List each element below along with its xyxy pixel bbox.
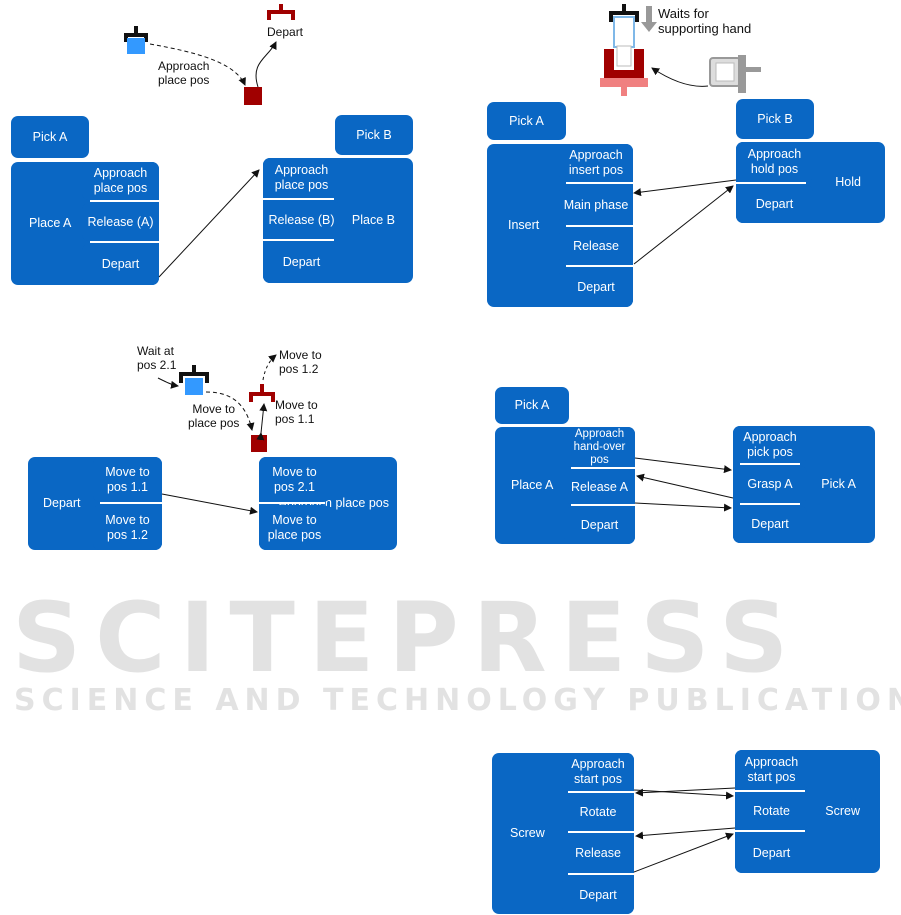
depart-right-block: Depart: [733, 506, 807, 543]
sync-arrow: [634, 502, 732, 512]
approach-place-b-block: Approach place pos: [263, 158, 340, 198]
depart-block: Depart: [559, 268, 633, 307]
depart-b-block: Depart: [263, 242, 340, 283]
grasp-a-block: Grasp A: [733, 466, 807, 503]
release-b-block: Release (B): [263, 201, 340, 239]
depart-right-block: Depart: [735, 833, 808, 873]
approach-start-pos-right-block: Approach start pos: [735, 750, 808, 790]
approach-place-a-block: Approach place pos: [82, 162, 159, 200]
part-square-icon: [185, 378, 203, 395]
move-to-pos-1-2-label: Move to pos 1.2: [279, 348, 322, 376]
main-phase-block: Main phase: [559, 185, 633, 225]
move-to-pos-1-2-block: Move to pos 1.2: [93, 505, 162, 550]
pick-a-block: Pick A: [495, 387, 569, 424]
move-to-place-pos-label: Move to place pos: [188, 402, 240, 430]
gripper-icon: [267, 4, 295, 20]
sync-arrow: [633, 179, 737, 197]
step-dividers: [90, 182, 806, 875]
release-left-block: Release: [562, 834, 634, 873]
approach-hold-pos-block: Approach hold pos: [736, 142, 813, 182]
depart-b-block: Depart: [736, 185, 813, 223]
rotate-right-block: Rotate: [735, 793, 808, 830]
sync-arrow: [633, 185, 734, 265]
pick-a-block: Pick A: [487, 102, 566, 140]
sync-arrow: [633, 832, 734, 873]
approach-start-pos-left-block: Approach start pos: [562, 753, 634, 791]
depart-a-block: Depart: [82, 244, 159, 285]
gripper-icon: [124, 26, 148, 42]
move-to-pos-2-1-block: Move to pos 2.1: [259, 457, 330, 502]
approach-place-pos-label: Approach place pos: [158, 59, 210, 87]
wait-at-pos-2-1-label: Wait at pos 2.1: [137, 344, 177, 372]
rotate-left-block: Rotate: [562, 794, 634, 831]
depart-left-block: Depart: [562, 876, 634, 914]
sync-arrow: [635, 827, 736, 840]
move-to-pos-1-1-block: Move to pos 1.1: [93, 457, 162, 502]
sync-arrow: [636, 473, 734, 499]
approach-pick-pos-block: Approach pick pos: [733, 426, 807, 463]
part-square-icon: [127, 38, 145, 54]
release-a-block: Release A: [564, 470, 635, 504]
gripper-icon: [249, 384, 275, 402]
watermark-title: SCITEPRESS: [12, 582, 803, 694]
waits-for-supporting-hand-label: Waits for supporting hand: [658, 6, 752, 36]
gripper-icon: [600, 49, 648, 96]
watermark-subtitle: SCIENCE AND TECHNOLOGY PUBLICATIONS: [14, 683, 901, 718]
sync-arrow: [158, 169, 260, 278]
arrow-down-icon: [641, 6, 657, 32]
pick-b-block: Pick B: [335, 115, 413, 155]
depart-block: Depart: [564, 507, 635, 544]
release-block: Release: [559, 228, 633, 265]
sync-arrow: [633, 789, 734, 800]
human-hand-icon: [709, 55, 761, 93]
sync-arrow: [634, 457, 732, 474]
pick-b-block: Pick B: [736, 99, 814, 139]
approach-hand-over-pos-block: Approach hand-over pos: [564, 427, 635, 467]
part-square-icon: [244, 87, 262, 105]
gripper-icon: [179, 365, 209, 383]
gripper-icon: [609, 4, 639, 22]
sync-arrow: [635, 787, 736, 797]
part-square-icon: [251, 435, 267, 452]
release-a-block: Release (A): [82, 203, 159, 241]
approach-insert-pos-block: Approach insert pos: [559, 144, 633, 182]
sync-arrow: [161, 493, 258, 515]
depart-label: Depart: [267, 25, 304, 39]
move-to-pos-1-1-label: Move to pos 1.1: [275, 398, 318, 426]
pick-a-block: Pick A: [11, 116, 89, 158]
move-to-place-pos-block: Move to place pos: [259, 505, 330, 550]
